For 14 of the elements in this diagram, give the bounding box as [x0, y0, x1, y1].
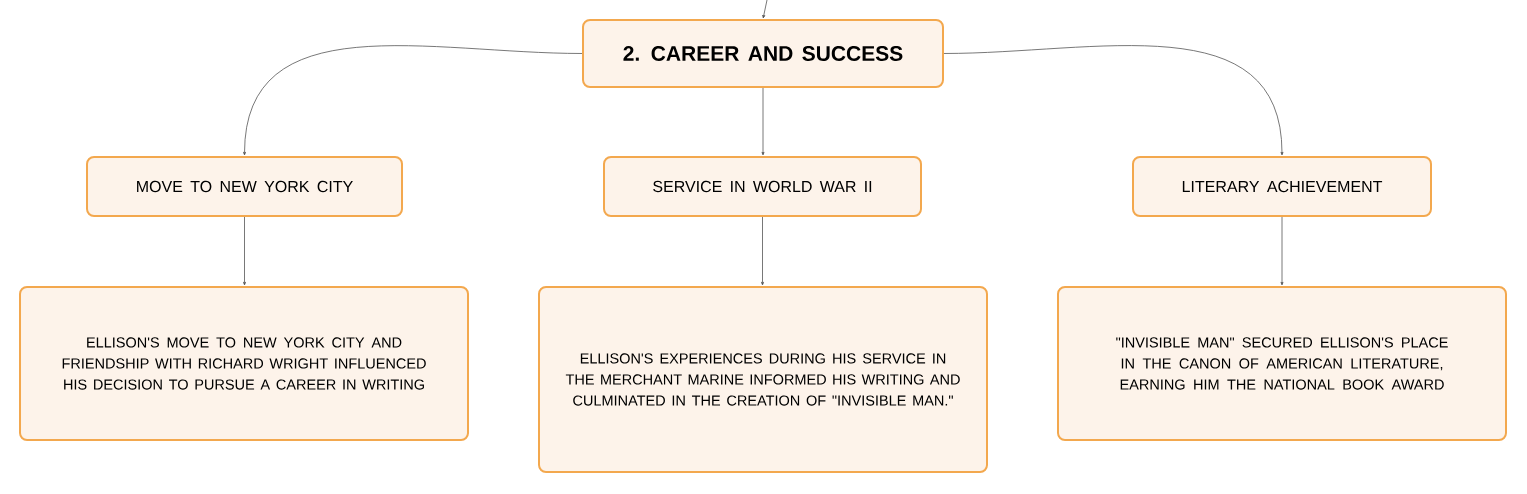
subtopic-box: SERVICE IN WORLD WAR II — [603, 156, 922, 217]
arrow — [243, 216, 246, 286]
arrow — [761, 216, 764, 286]
arrow — [762, 0, 768, 19]
arrow — [761, 87, 765, 156]
detail-box: ELLISON'S EXPERIENCES DURING HIS SERVICE IN THE MERCHANT MARINE INFORMED HIS WRITING AND CULMINATED IN THE CREATION OF "INVISIBLE MAN." — [538, 286, 988, 473]
detail-box: ELLISON'S MOVE TO NEW YORK CITY AND FRIENDSHIP WITH RICHARD WRIGHT INFLUENCED HIS DECISION TO PURSUE A CAREER IN WRITING — [19, 286, 469, 441]
subtopic-box: MOVE TO NEW YORK CITY — [86, 156, 403, 217]
topic-box: 2. CAREER AND SUCCESS — [582, 19, 944, 88]
subtopic-box: LITERARY ACHIEVEMENT — [1132, 156, 1432, 217]
arrow — [243, 45, 583, 156]
detail-box: "INVISIBLE MAN" SECURED ELLISON'S PLACE IN THE CANON OF AMERICAN LITERATURE, EARNING HIM THE NATIONAL BOOK AWARD — [1057, 286, 1507, 441]
arrow — [943, 45, 1284, 156]
arrow — [1280, 216, 1284, 286]
